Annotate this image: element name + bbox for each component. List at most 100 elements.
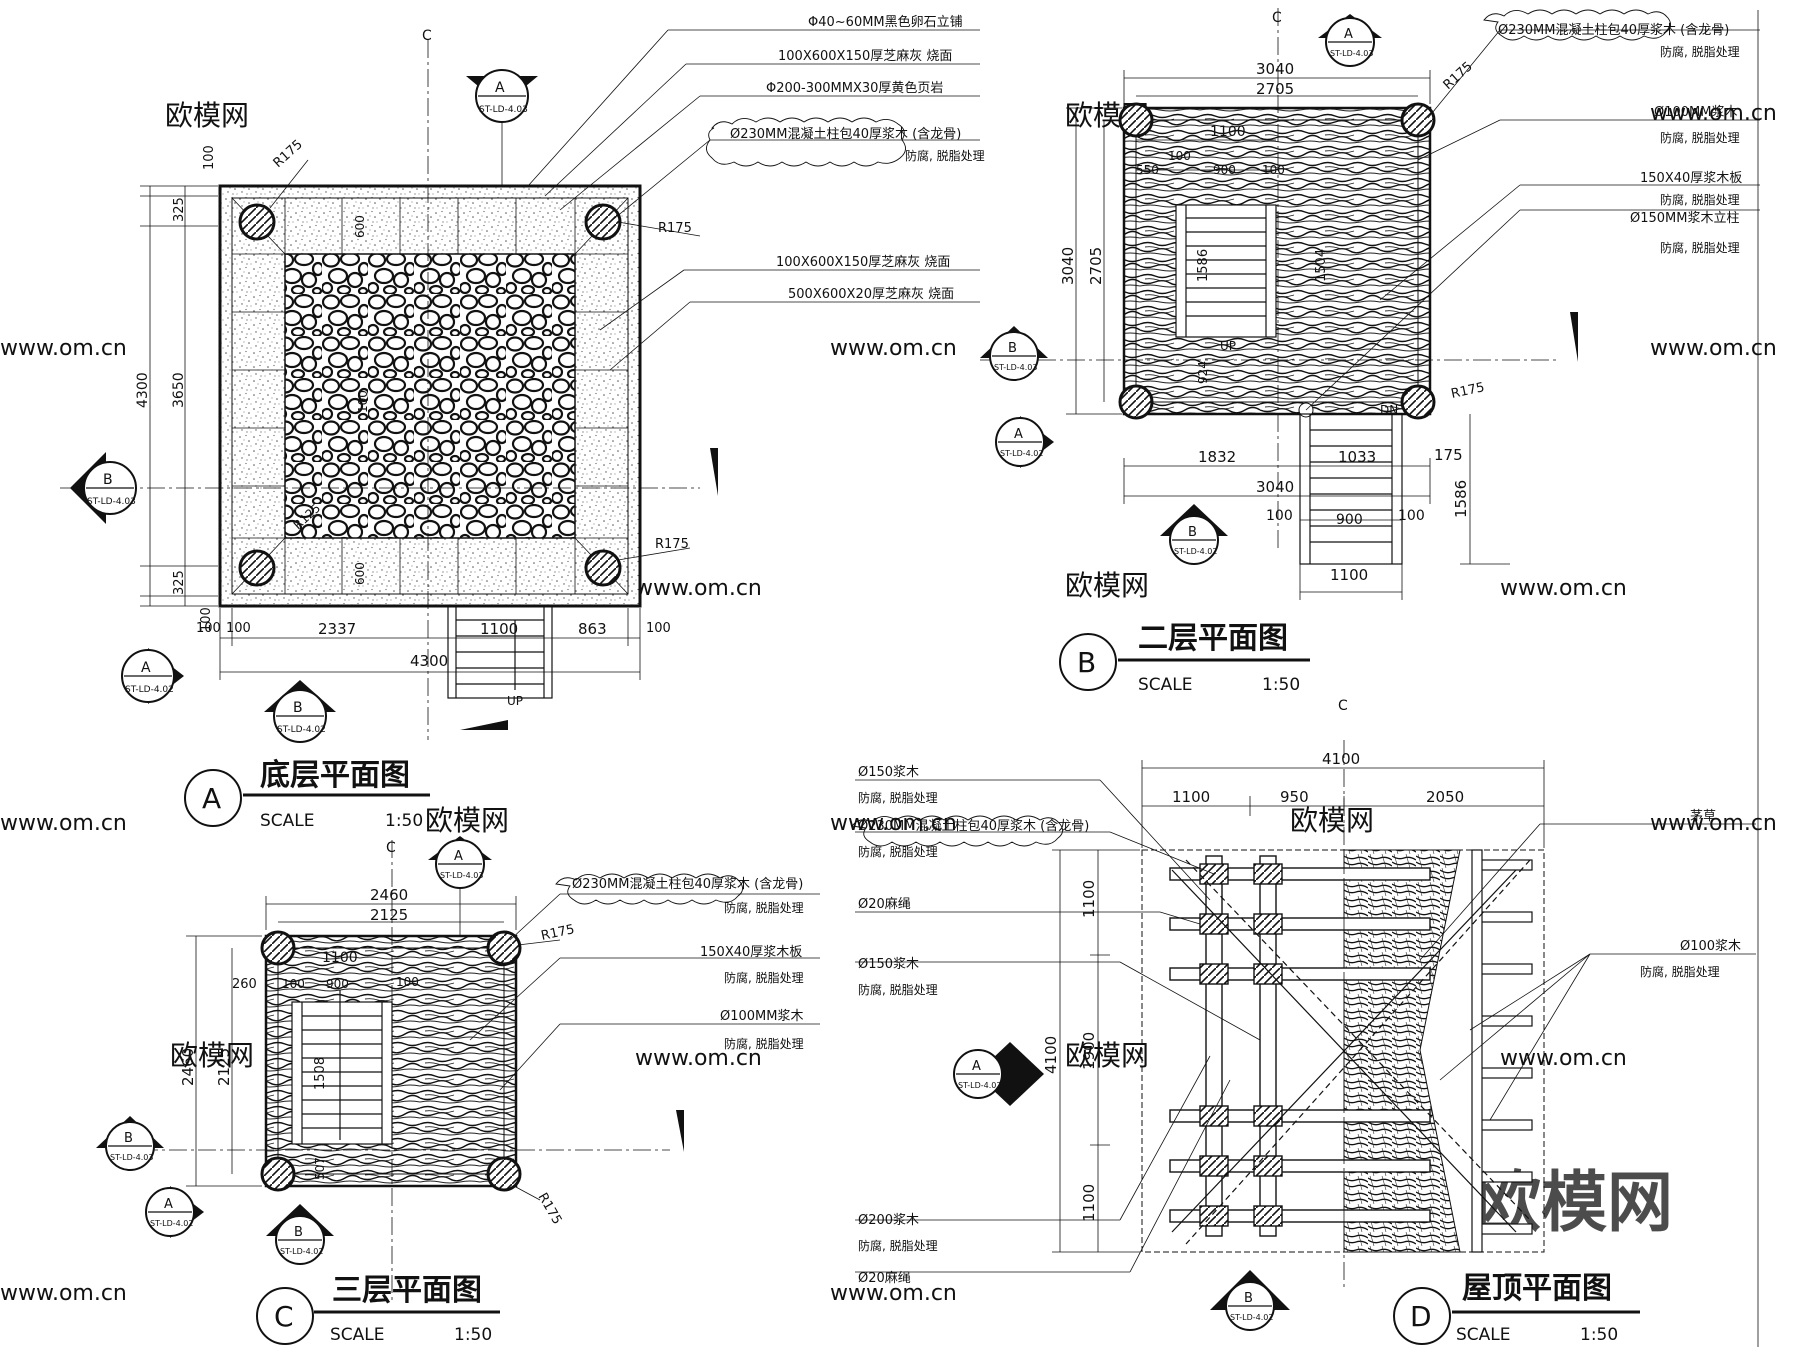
watermark-url: www.om.cn (1650, 811, 1777, 836)
svg-text:1832: 1832 (1198, 448, 1236, 466)
svg-text:4100: 4100 (1322, 750, 1360, 768)
svg-text:ST-LD-4.02: ST-LD-4.02 (1174, 547, 1217, 556)
svg-text:SCALE: SCALE (330, 1325, 385, 1345)
svg-text:防腐, 脱脂处理: 防腐, 脱脂处理 (724, 970, 804, 985)
centerline-label: C (422, 28, 432, 44)
svg-text:ST-LD-4.02: ST-LD-4.02 (958, 1081, 1001, 1090)
svg-text:1100: 1100 (1080, 1184, 1098, 1222)
section-marker-a-top: A ST-LD-4.03 (1318, 14, 1382, 67)
svg-text:Ø150浆木: Ø150浆木 (858, 765, 919, 780)
svg-text:R175: R175 (271, 137, 306, 171)
svg-text:防腐, 脱脂处理: 防腐, 脱脂处理 (724, 900, 804, 915)
svg-text:550: 550 (1136, 163, 1159, 177)
svg-text:Ø230MM混凝土柱包40厚浆木 (含龙骨): Ø230MM混凝土柱包40厚浆木 (含龙骨) (572, 876, 803, 892)
watermark-url: www.om.cn (0, 1281, 127, 1306)
svg-text:ST-LD-4.02: ST-LD-4.02 (150, 1219, 193, 1228)
svg-text:A: A (454, 849, 463, 864)
column-icon (1400, 102, 1436, 138)
title-block-a: A 底层平面图 SCALE 1:50 (184, 758, 430, 831)
svg-text:900: 900 (326, 977, 349, 991)
svg-text:100: 100 (226, 621, 251, 636)
svg-text:Ø230MM混凝土柱包40厚浆木 (含龙骨): Ø230MM混凝土柱包40厚浆木 (含龙骨) (1498, 22, 1729, 38)
column-icon (486, 1156, 522, 1192)
svg-text:4100: 4100 (1042, 1036, 1060, 1074)
svg-text:A: A (1014, 427, 1023, 442)
svg-text:3040: 3040 (1059, 247, 1077, 285)
watermark-url: www.om.cn (830, 336, 957, 361)
svg-text:Ø150浆木: Ø150浆木 (858, 957, 919, 972)
svg-text:R175: R175 (1450, 380, 1486, 402)
svg-text:1100: 1100 (1330, 566, 1368, 584)
svg-text:DN: DN (1380, 403, 1398, 417)
section-marker-a-left: A ST-LD-4.02 (145, 1186, 204, 1238)
svg-text:ST-LD-4.03: ST-LD-4.03 (87, 497, 136, 507)
svg-text:UP: UP (1220, 339, 1236, 353)
section-marker-a-bottom: A ST-LD-4.02 (121, 648, 184, 704)
svg-text:2337: 2337 (318, 620, 356, 638)
svg-text:150X40厚浆木板: 150X40厚浆木板 (700, 945, 802, 960)
svg-text:防腐, 脱脂处理: 防腐, 脱脂处理 (1660, 44, 1740, 59)
svg-text:Ø100浆木: Ø100浆木 (1680, 939, 1741, 954)
svg-text:1100: 1100 (1172, 788, 1210, 806)
svg-text:325: 325 (172, 197, 187, 222)
section-marker-a-left: A ST-LD-4.02 (953, 1042, 1044, 1106)
svg-text:B: B (124, 1131, 133, 1146)
svg-text:325: 325 (172, 570, 187, 595)
column-icon (260, 1156, 296, 1192)
column-icon (1118, 102, 1154, 138)
svg-text:R175: R175 (535, 1191, 565, 1228)
column-icon (1118, 384, 1154, 420)
svg-text:A: A (495, 80, 505, 96)
svg-text:C: C (1272, 10, 1282, 26)
svg-text:Ø100MM浆木: Ø100MM浆木 (1654, 105, 1737, 120)
svg-text:R175: R175 (1441, 59, 1476, 93)
section-marker-b-bottom: B ST-LD-4.02 (1160, 504, 1228, 565)
svg-text:ST-LD-4.03: ST-LD-4.03 (994, 363, 1037, 372)
svg-text:SCALE: SCALE (260, 811, 315, 831)
svg-text:924: 924 (1196, 361, 1210, 384)
svg-text:100: 100 (646, 621, 671, 636)
watermark-site: 欧模网 (165, 99, 249, 132)
svg-text:防腐, 脱脂处理: 防腐, 脱脂处理 (858, 1238, 938, 1253)
svg-text:863: 863 (578, 620, 607, 638)
svg-text:Φ200-300MMX30厚黄色页岩: Φ200-300MMX30厚黄色页岩 (766, 80, 943, 96)
svg-text:100: 100 (196, 621, 221, 636)
svg-text:950: 950 (1280, 788, 1309, 806)
watermark-site: 欧模网 (1065, 569, 1149, 602)
watermark-site: 欧模网 (1065, 1039, 1149, 1072)
svg-text:2125: 2125 (370, 906, 408, 924)
svg-text:900: 900 (1336, 512, 1363, 528)
svg-text:ST-LD-4.03: ST-LD-4.03 (440, 871, 483, 880)
watermark-url: www.om.cn (830, 1281, 957, 1306)
plan-title: 屋顶平面图 (1462, 1271, 1612, 1306)
svg-text:A: A (141, 660, 151, 676)
section-marker-b-left: B ST-LD-4.03 (980, 326, 1048, 381)
column-icon (486, 930, 522, 966)
svg-text:260: 260 (232, 977, 257, 992)
title-block-d: D 屋顶平面图 SCALE 1:50 (1393, 1271, 1640, 1345)
svg-text:3040: 3040 (1256, 60, 1294, 78)
svg-text:100: 100 (356, 390, 370, 413)
svg-text:2460: 2460 (179, 1048, 197, 1086)
svg-text:507: 507 (313, 1157, 327, 1180)
svg-text:R175: R175 (540, 922, 576, 944)
svg-text:500X600X20厚芝麻灰 烧面: 500X600X20厚芝麻灰 烧面 (788, 286, 954, 302)
svg-text:100: 100 (282, 977, 305, 991)
svg-text:3650: 3650 (171, 372, 187, 408)
watermark-url: www.om.cn (0, 336, 127, 361)
svg-text:防腐, 脱脂处理: 防腐, 脱脂处理 (858, 790, 938, 805)
svg-text:100: 100 (1262, 163, 1285, 177)
svg-text:ST-LD-4.02: ST-LD-4.02 (280, 1247, 323, 1256)
plan-d-roof: C 4100 1100 950 2050 4100 1100 1900 1100… (851, 698, 1756, 1345)
svg-text:防腐, 脱脂处理: 防腐, 脱脂处理 (858, 844, 938, 859)
svg-text:2705: 2705 (1087, 247, 1105, 285)
svg-text:ST-LD-4.02: ST-LD-4.02 (125, 685, 174, 695)
svg-text:1508: 1508 (313, 1057, 328, 1090)
title-block-c: C 三层平面图 SCALE 1:50 (256, 1273, 500, 1345)
svg-text:SCALE: SCALE (1456, 1325, 1511, 1345)
watermark-url: www.om.cn (1650, 336, 1777, 361)
svg-text:1033: 1033 (1338, 448, 1376, 466)
watermark-url: www.om.cn (635, 1046, 762, 1071)
svg-text:ST-LD-4.03: ST-LD-4.03 (110, 1153, 153, 1162)
